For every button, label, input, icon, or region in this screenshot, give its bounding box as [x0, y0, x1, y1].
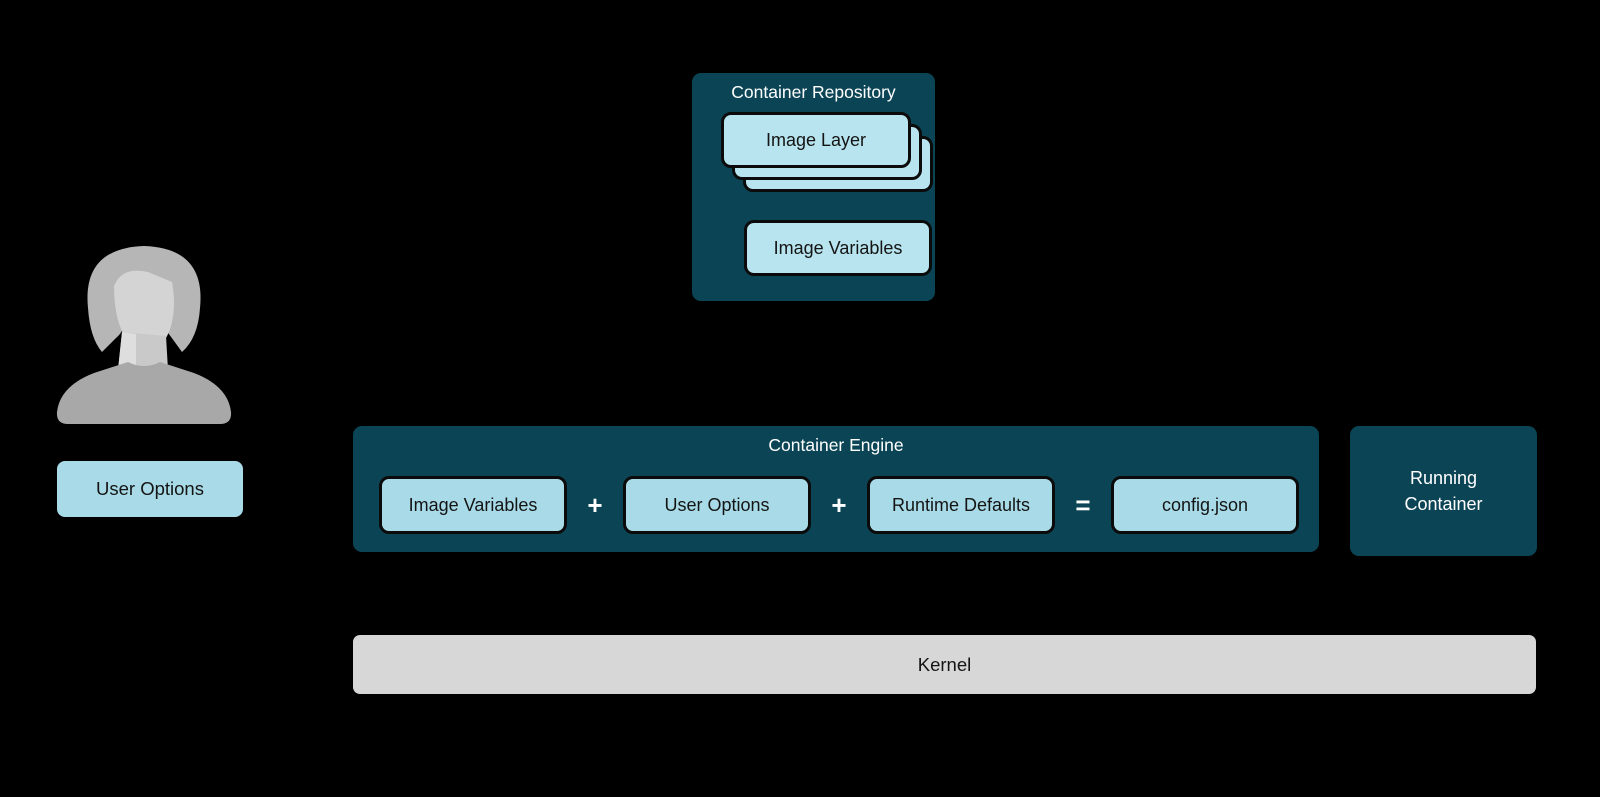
engine-box-image-variables: Image Variables [379, 476, 567, 534]
container-repository-title: Container Repository [731, 82, 896, 102]
container-engine-title: Container Engine [768, 435, 904, 455]
running-container-panel: Running Container [1350, 426, 1537, 556]
avatar-face [114, 270, 174, 354]
engine-box-config-json: config.json [1111, 476, 1299, 534]
image-layer-stack: Image Layer [721, 112, 934, 193]
avatar-body [56, 362, 232, 424]
plus-operator: + [587, 490, 603, 520]
running-container-line1: Running [1409, 468, 1478, 488]
engine-box-runtime-defaults: Runtime Defaults [867, 476, 1055, 534]
engine-box-label: Runtime Defaults [891, 494, 1031, 515]
repo-image-variables-label: Image Variables [773, 237, 903, 258]
container-repository-panel: Container Repository Image Layer Image V… [692, 73, 935, 301]
image-layer-front: Image Layer [721, 112, 911, 168]
engine-box-user-options: User Options [623, 476, 811, 534]
image-layer-label: Image Layer [765, 129, 867, 150]
repo-image-variables-box: Image Variables [744, 220, 932, 276]
engine-box-label: User Options [664, 494, 770, 515]
container-engine-panel: Container Engine Image Variables + User … [353, 426, 1319, 552]
kernel-bar: Kernel [353, 635, 1536, 694]
engine-equation-row: Image Variables + User Options + Runtime… [379, 476, 1299, 534]
engine-box-label: Image Variables [408, 494, 538, 515]
running-container-line2: Container [1404, 494, 1483, 514]
engine-box-label: config.json [1161, 494, 1249, 515]
avatar-neck-highlight [118, 332, 136, 370]
plus-operator: + [831, 490, 847, 520]
user-options-box: User Options [57, 461, 243, 517]
user-avatar-icon [56, 246, 232, 424]
user-options-label: User Options [96, 478, 204, 499]
equals-operator: = [1075, 490, 1091, 520]
kernel-label: Kernel [917, 653, 972, 675]
